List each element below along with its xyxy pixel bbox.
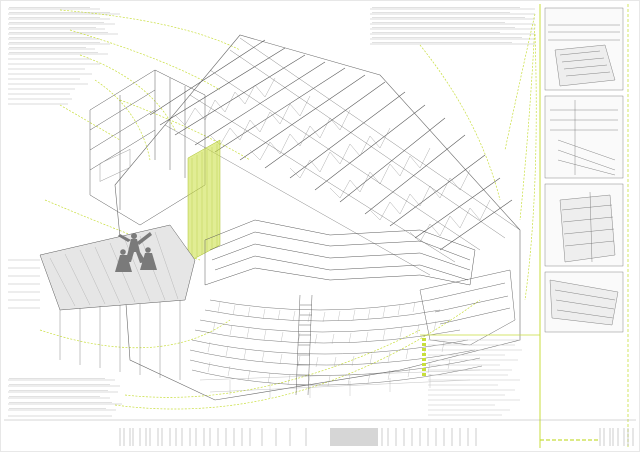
right-callout-text-marks bbox=[372, 7, 525, 43]
seating-rows bbox=[189, 299, 483, 386]
title-band-gray bbox=[330, 428, 378, 446]
proscenium-wall-accent bbox=[187, 139, 221, 263]
left-callout-text-marks bbox=[9, 7, 112, 409]
axonometric-drawing bbox=[39, 34, 521, 401]
detail-panel bbox=[539, 4, 629, 448]
legend-block bbox=[420, 334, 540, 416]
left-callout-column bbox=[8, 8, 122, 417]
aisle-stairs bbox=[295, 294, 313, 396]
proscenium-wall-hatch bbox=[191, 144, 218, 260]
right-callout-column bbox=[370, 8, 535, 45]
side-walkway bbox=[419, 269, 516, 346]
stage-supports bbox=[59, 300, 181, 380]
barcode-band-left bbox=[119, 428, 307, 446]
barcode-band-right bbox=[381, 428, 477, 446]
barcode-band-far-right bbox=[599, 428, 634, 446]
floor-structure bbox=[199, 369, 481, 398]
dancer-figures bbox=[115, 232, 157, 272]
detail-box-4 bbox=[544, 271, 624, 333]
detail-box-2 bbox=[544, 95, 624, 179]
detail-box-1 bbox=[544, 7, 624, 91]
roof-trusses bbox=[149, 39, 513, 251]
balcony bbox=[204, 219, 476, 286]
title-strip bbox=[4, 419, 636, 446]
seat-backs bbox=[207, 301, 451, 387]
detail-box-3 bbox=[544, 183, 624, 267]
truss-webs bbox=[174, 77, 491, 243]
